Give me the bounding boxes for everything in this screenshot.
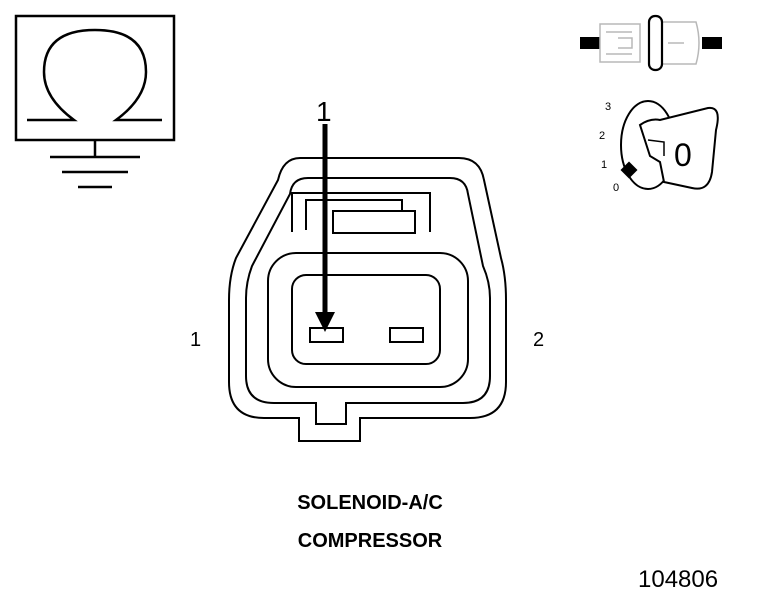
pin-label-left: 1 [190, 329, 202, 351]
ignition-position-0: 0 [613, 182, 619, 194]
probe-arrow [315, 124, 335, 332]
caption-line-1: SOLENOID-A/C [297, 492, 443, 514]
terminal-2 [389, 327, 424, 343]
disconnected-connector-icon [580, 14, 722, 72]
ignition-position-3: 3 [605, 101, 611, 113]
ignition-position-1: 1 [601, 159, 607, 171]
pin-label-right: 2 [533, 329, 545, 351]
figure-id: 104806 [638, 566, 719, 593]
ignition-key-off-icon: 3 2 1 0 0 [599, 100, 719, 194]
arrow-label: 1 [316, 96, 332, 127]
key-position-label: 0 [674, 137, 692, 173]
ignition-position-2: 2 [599, 130, 605, 142]
ohmmeter-ground-icon [14, 14, 176, 189]
terminal-1 [309, 327, 344, 343]
caption-line-2: COMPRESSOR [297, 530, 443, 552]
connector-outline [228, 157, 507, 442]
